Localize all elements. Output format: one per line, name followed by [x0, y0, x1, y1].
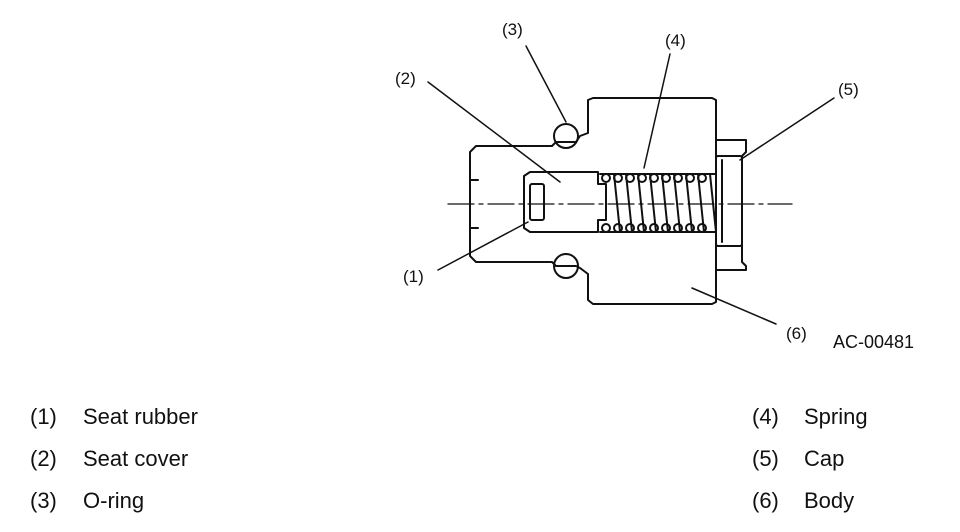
- legend-item-number: (2): [30, 446, 57, 471]
- leader-line-3: [525, 45, 567, 123]
- legend-item-label: Seat cover: [83, 446, 189, 471]
- callout-1: (1): [403, 267, 424, 286]
- o-ring-top: [553, 123, 579, 149]
- figure-code: AC-00481: [833, 332, 914, 352]
- legend-item-label: Spring: [804, 404, 868, 429]
- o-ring-bottom: [553, 253, 579, 279]
- legend-item-number: (4): [752, 404, 779, 429]
- legend-item-number: (5): [752, 446, 779, 471]
- callout-2: (2): [395, 69, 416, 88]
- leader-line-4: [643, 53, 671, 169]
- callout-6: (6): [786, 324, 807, 343]
- callout-5: (5): [838, 80, 859, 99]
- leader-line-2: [427, 81, 561, 183]
- body-outline: [469, 97, 747, 305]
- seat-rubber-part: [529, 183, 545, 221]
- callout-3: (3): [502, 20, 523, 39]
- legend-item-number: (1): [30, 404, 57, 429]
- seat-cover-part: [523, 171, 607, 233]
- spring-part: [599, 173, 717, 233]
- legend-item-label: O-ring: [83, 488, 145, 513]
- cap-part: [715, 155, 743, 247]
- leader-line-5: [739, 97, 835, 161]
- body-inner-passage: [469, 179, 479, 229]
- legend-item-label: Body: [804, 488, 855, 513]
- leader-line-1: [437, 221, 529, 271]
- legend-item-number: (3): [30, 488, 57, 513]
- legend-item-label: Seat rubber: [83, 404, 198, 429]
- legend-item-label: Cap: [804, 446, 845, 471]
- legend-item-number: (6): [752, 488, 779, 513]
- callout-4: (4): [665, 31, 686, 50]
- leader-line-6: [691, 287, 777, 325]
